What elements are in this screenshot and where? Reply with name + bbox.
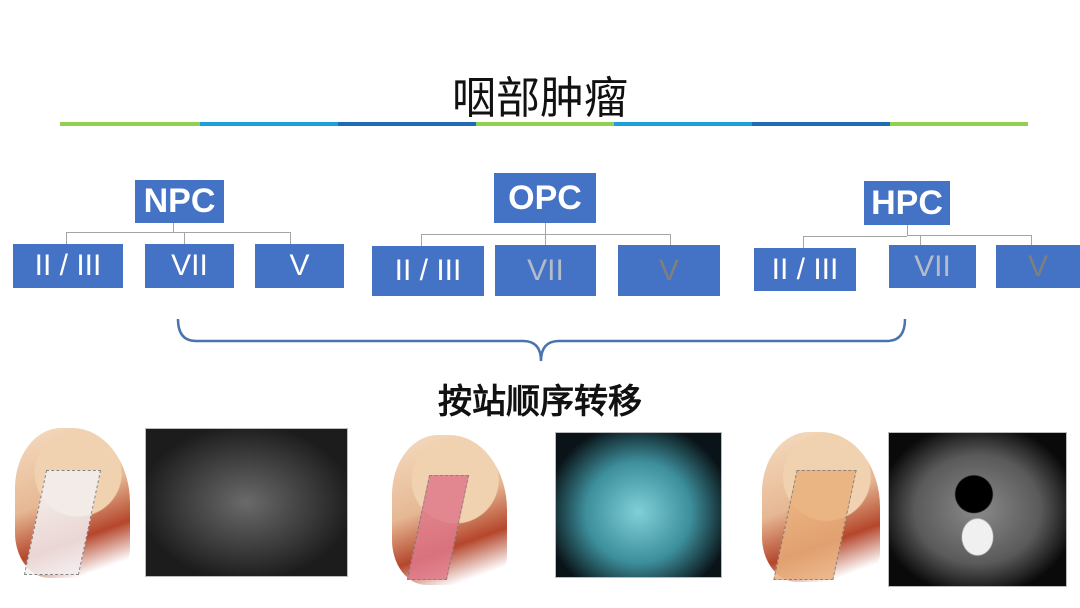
rule-segment xyxy=(890,122,1028,126)
hpc-level-2-3: II / III xyxy=(754,248,856,291)
mri-scan-image xyxy=(145,428,348,577)
rule-segment xyxy=(614,122,752,126)
opc-level-7: VII xyxy=(495,245,596,296)
rule-segment xyxy=(476,122,614,126)
opc-level-2-3: II / III xyxy=(372,246,484,296)
hpc-box: HPC xyxy=(864,181,950,225)
opc-box: OPC xyxy=(494,173,596,223)
rule-segment xyxy=(200,122,338,126)
ct-scan-image-opc xyxy=(555,432,722,578)
ct-scan-image-hpc xyxy=(888,432,1067,587)
subtitle: 按站顺序转移 xyxy=(438,382,642,422)
slide-title: 咽部肿瘤 xyxy=(452,73,628,124)
hpc-level-5: V xyxy=(996,245,1080,288)
opc-level-5: V xyxy=(618,245,720,296)
npc-level-2-3: II / III xyxy=(13,244,123,288)
curly-brace xyxy=(176,318,907,362)
rule-segment xyxy=(338,122,476,126)
rule-segment xyxy=(60,122,200,126)
npc-level-7: VII xyxy=(145,244,234,288)
rule-segment xyxy=(752,122,890,126)
npc-level-5: V xyxy=(255,244,344,288)
hpc-level-7: VII xyxy=(889,245,976,288)
npc-box: NPC xyxy=(135,180,224,223)
